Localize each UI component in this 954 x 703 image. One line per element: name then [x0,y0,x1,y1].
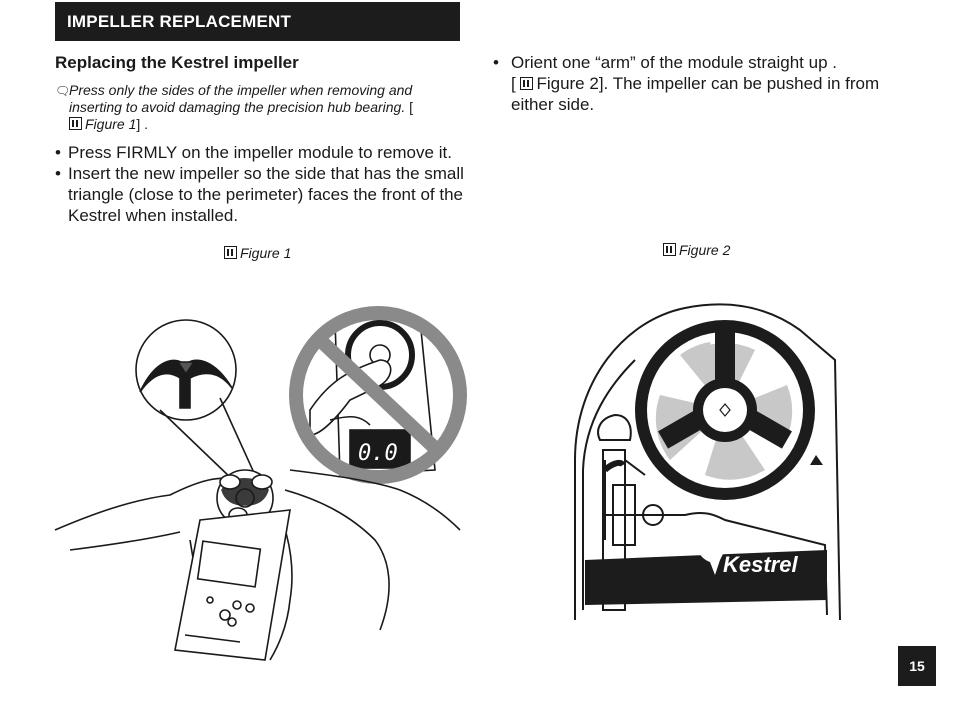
note-bracket-open: [ [405,99,413,115]
note-line-1: 🗨 Press only the sides of the impeller w… [55,82,450,99]
figure-ref-icon [69,117,82,130]
impeller-module [635,320,823,500]
figure-1-label: Figure 1 [224,245,291,261]
page-title: Replacing the Kestrel impeller [55,53,299,72]
display-reading: 0.0 [358,441,398,466]
orientation-list: • Orient one “arm” of the module straigh… [493,52,903,115]
figure-1-illustration: 0.0 [54,306,467,661]
list-item: • Orient one “arm” of the module straigh… [493,52,903,115]
list-item-text: Press FIRMLY on the impeller module to r… [68,143,452,162]
list-item-figure-ref[interactable]: Figure 2 [536,74,599,93]
section-header-title: IMPELLER REPLACEMENT [67,12,292,31]
note-text-2: inserting to avoid damaging the precisio… [69,99,406,115]
instruction-list: • Press FIRMLY on the impeller module to… [55,142,465,226]
page-number: 15 [898,646,936,686]
bullet-dot: • [55,164,61,183]
list-item: • Press FIRMLY on the impeller module to… [55,142,465,163]
figure-ref-icon [663,243,676,256]
device-housing [574,303,841,620]
note-line-2: inserting to avoid damaging the precisio… [55,99,450,116]
brand-logo-text: Kestrel [723,552,798,577]
figure-2-label: Figure 2 [663,242,730,258]
figure-ref-icon [224,246,237,259]
hands-holding-device [54,469,461,661]
note-text-1: Press only the sides of the impeller whe… [69,82,413,98]
figure-ref-icon [520,77,534,90]
figure-1-label-text: Figure 1 [240,245,292,261]
list-item-text: Insert the new impeller so the side that… [68,164,464,225]
note-bracket-close: ] . [136,116,149,132]
list-item-bracket-open: [ [511,74,521,93]
list-item-text-before: Orient one “arm” of the module straight … [511,53,837,72]
section-header: IMPELLER REPLACEMENT [55,2,460,41]
figure-2-illustration: Kestrel [574,303,841,620]
note-icon: 🗨 [55,84,71,98]
figure-2-label-text: Figure 2 [679,242,731,258]
prohibited-action-illustration [289,306,467,484]
bullet-dot: • [493,53,499,72]
list-item-text-after: ]. The impeller can be pushed in from ei… [511,74,880,114]
note-line-3: Figure 1] . [55,116,450,133]
list-item: • Insert the new impeller so the side th… [55,163,465,226]
bullet-dot: • [55,143,61,162]
note-figure-ref[interactable]: Figure 1 [85,116,137,132]
caution-note: 🗨 Press only the sides of the impeller w… [55,82,450,133]
brand-panel: Kestrel [585,535,827,605]
magnified-impeller-detail [135,319,256,481]
